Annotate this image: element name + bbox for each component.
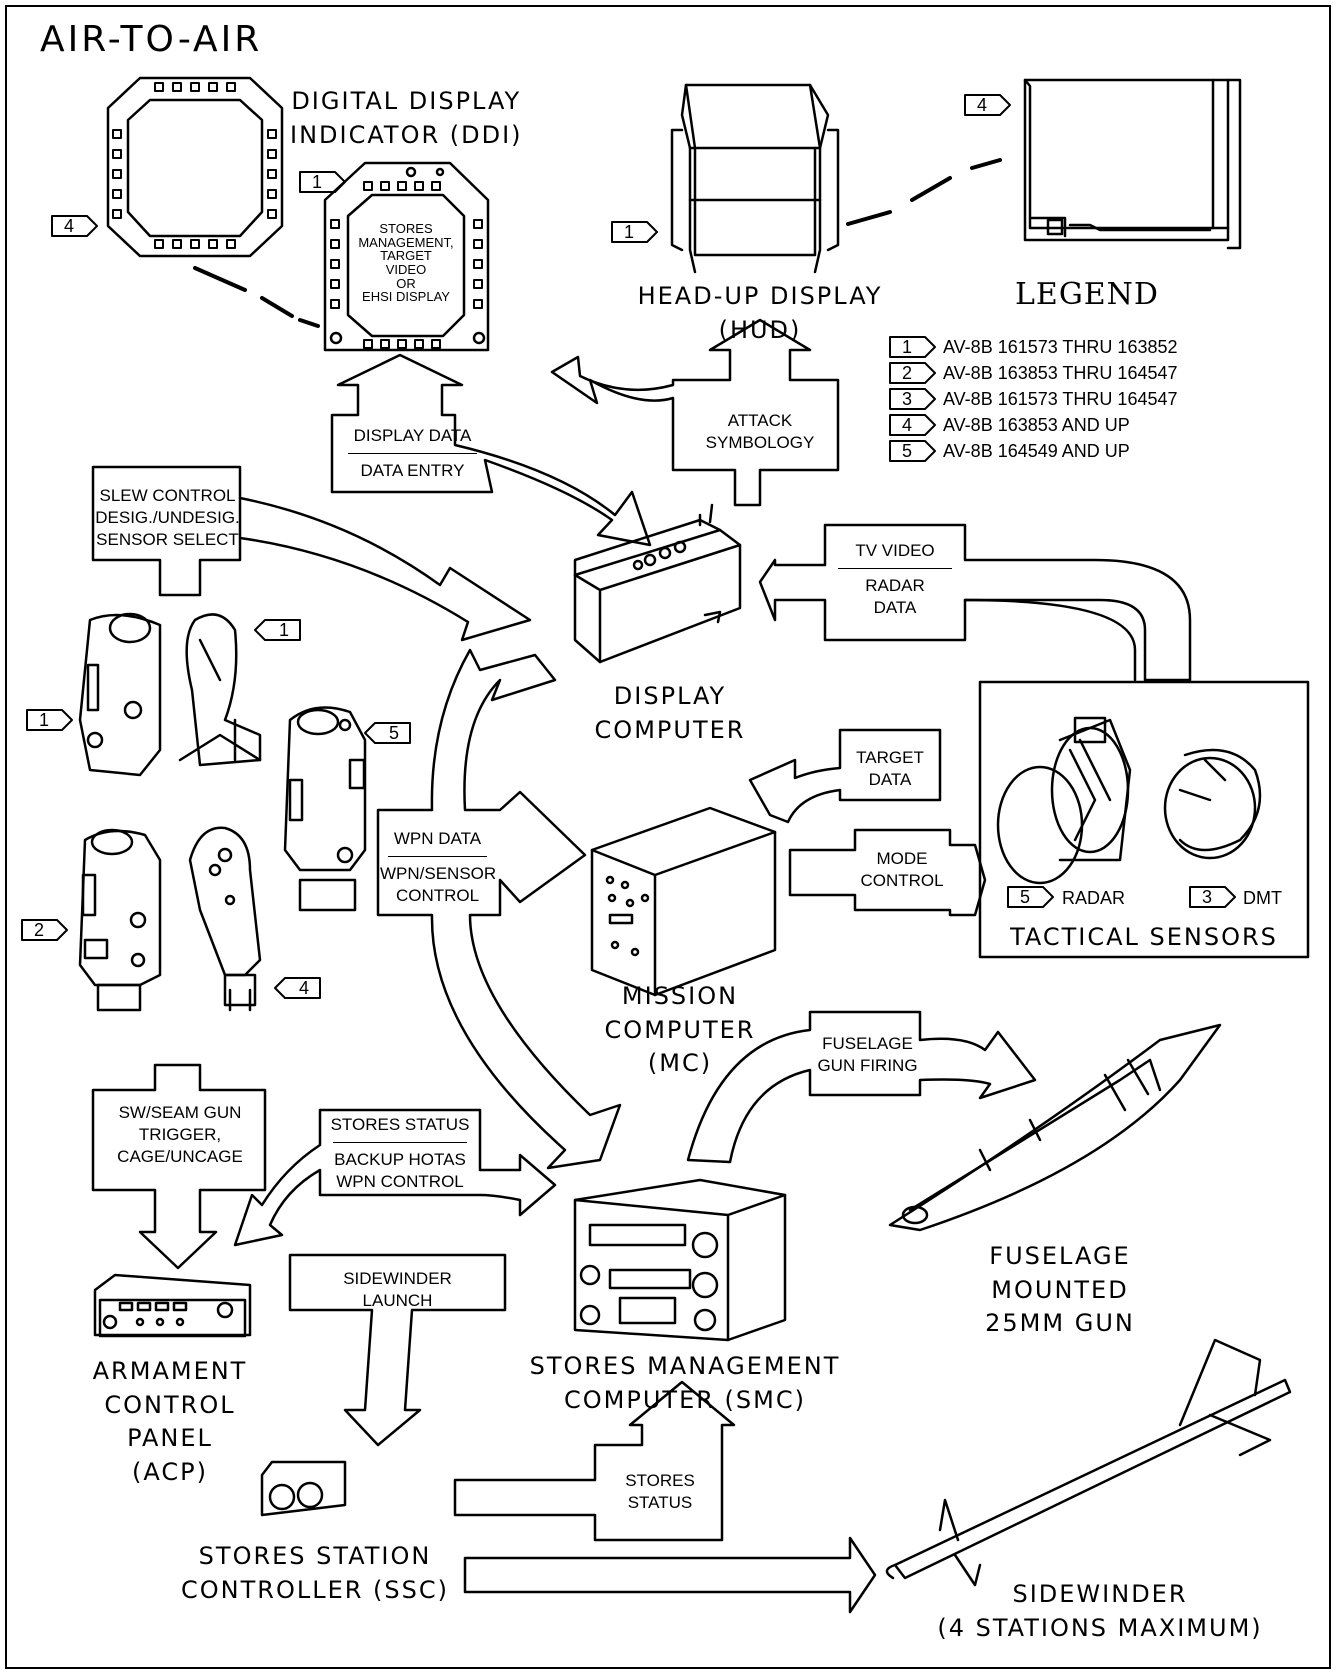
tactical-sensors-box bbox=[980, 682, 1308, 957]
legend-tag: 1 bbox=[895, 337, 919, 358]
hud-right-illustration bbox=[1025, 80, 1240, 248]
page-title: AIR-TO-AIR bbox=[40, 22, 262, 58]
legend-title: LEGEND bbox=[1015, 280, 1159, 310]
mission-computer-illustration bbox=[592, 808, 775, 995]
stick-grip-1-illustration bbox=[180, 614, 260, 765]
gun-illustration bbox=[890, 1025, 1220, 1230]
tag-number: 1 bbox=[617, 222, 641, 243]
tag-number: 1 bbox=[305, 172, 329, 193]
tag-number: 5 bbox=[382, 723, 406, 744]
legend-item: AV-8B 163853 AND UP bbox=[943, 415, 1130, 436]
legend-item: AV-8B 161573 THRU 164547 bbox=[943, 389, 1178, 410]
legend-item: AV-8B 164549 AND UP bbox=[943, 441, 1130, 462]
tv-video-radar-data-flow-arrow bbox=[760, 525, 1190, 680]
ddi-connector-dashed bbox=[195, 268, 318, 326]
tag-number: 4 bbox=[970, 95, 994, 116]
hud-label: HEAD-UP DISPLAY(HUD) bbox=[630, 280, 890, 347]
legend-item: AV-8B 161573 THRU 163852 bbox=[943, 337, 1178, 358]
stick-grip-4-illustration bbox=[190, 828, 260, 1010]
legend-tag: 2 bbox=[895, 363, 919, 384]
throttle-grip-5-illustration bbox=[285, 708, 365, 911]
radar-data-return-line bbox=[965, 600, 1135, 680]
legend-tag: 4 bbox=[895, 415, 919, 436]
sidewinder-label: SIDEWINDER(4 STATIONS MAXIMUM) bbox=[930, 1578, 1270, 1645]
slew-control-flow-arrow bbox=[240, 498, 530, 640]
tag-number: 3 bbox=[1195, 887, 1219, 908]
hud-left-illustration bbox=[672, 85, 838, 272]
acp-illustration bbox=[95, 1275, 250, 1336]
tag-number: 1 bbox=[272, 620, 296, 641]
tag-number: 4 bbox=[57, 216, 81, 237]
legend-tag: 5 bbox=[895, 441, 919, 462]
dmt-illustration bbox=[1165, 750, 1260, 858]
tag-number: 5 bbox=[1013, 887, 1037, 908]
throttle-grip-1-illustration bbox=[80, 614, 160, 775]
ssc-illustration bbox=[262, 1462, 345, 1515]
ssc-to-sidewinder-arrow bbox=[465, 1538, 875, 1612]
smc-illustration bbox=[575, 1180, 785, 1340]
ddi-left-illustration bbox=[108, 78, 282, 256]
tag-number: 2 bbox=[27, 920, 51, 941]
tactical-sensors-label: TACTICAL SENSORS bbox=[980, 925, 1308, 949]
legend-item: AV-8B 163853 THRU 164547 bbox=[943, 363, 1178, 384]
legend-tag: 3 bbox=[895, 389, 919, 410]
display-computer-illustration bbox=[575, 505, 740, 662]
dmt-label: DMT bbox=[1243, 889, 1282, 907]
tag-number: 4 bbox=[292, 978, 316, 999]
throttle-grip-2-illustration bbox=[80, 830, 160, 1010]
radar-label: RADAR bbox=[1062, 889, 1125, 907]
tag-number: 1 bbox=[32, 710, 56, 731]
radar-illustration bbox=[998, 718, 1130, 883]
sidewinder-illustration bbox=[887, 1340, 1290, 1585]
hud-connector-dashed bbox=[848, 160, 1000, 224]
